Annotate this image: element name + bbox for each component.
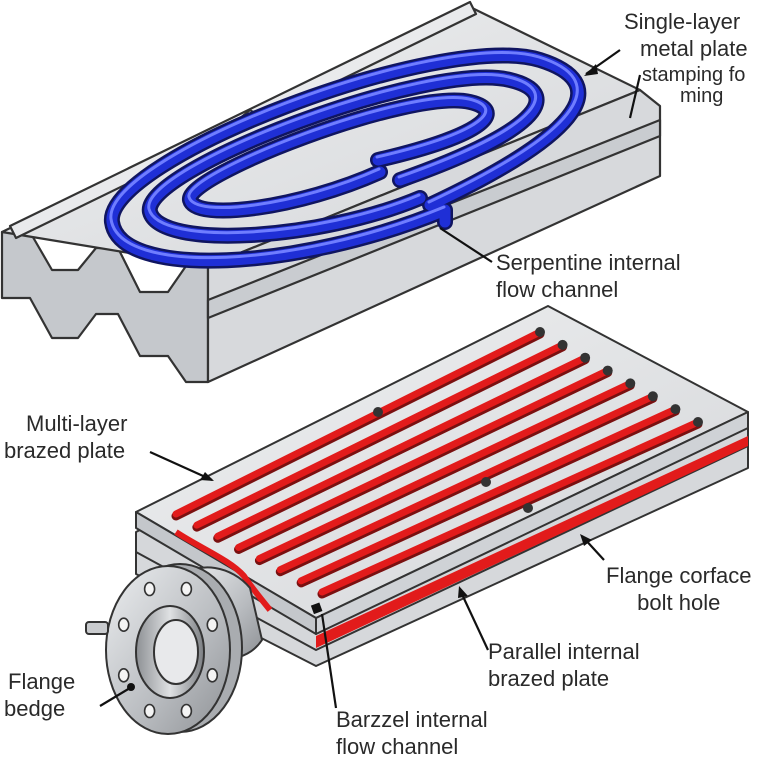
channel-port-hole bbox=[693, 417, 703, 427]
parallel-channel bbox=[172, 328, 544, 518]
label-barzzel: Barzzel internal flow channel bbox=[336, 706, 488, 760]
label-parallel: Parallel internal brazed plate bbox=[488, 638, 640, 692]
multi-layer-plate bbox=[135, 305, 749, 667]
parallel-channel bbox=[214, 354, 589, 540]
label-serpentine: Serpentine internal flow channel bbox=[496, 249, 681, 303]
leader-single-layer-b bbox=[628, 74, 642, 119]
arrowhead-flange-edge bbox=[127, 683, 135, 691]
arrowhead-flange-corface bbox=[580, 534, 592, 546]
label-multi-layer-line1: Multi-layer bbox=[26, 411, 128, 436]
arrowhead-single-layer bbox=[584, 64, 598, 76]
leader-flange-edge bbox=[99, 687, 131, 707]
parallel-channel bbox=[276, 392, 657, 574]
inlet-header-channel bbox=[174, 529, 273, 612]
channel-port-hole bbox=[557, 339, 568, 350]
label-single-layer-line3: stamping fo bbox=[642, 64, 746, 86]
leader-serpentine bbox=[439, 227, 493, 263]
flange-bolt-holes bbox=[117, 581, 219, 719]
label-parallel-line2: brazed plate bbox=[488, 666, 610, 691]
label-single-layer-line4: ming bbox=[680, 85, 724, 107]
arrowhead-parallel bbox=[458, 586, 468, 598]
label-serpentine-line2: flow channel bbox=[496, 277, 619, 302]
flange bbox=[85, 563, 263, 735]
label-flange-corface-line1: Flange corface bbox=[606, 563, 752, 588]
label-single-layer-line2: metal plate bbox=[640, 36, 748, 61]
channel-port-hole bbox=[647, 391, 658, 402]
plate-bolt-hole bbox=[373, 407, 383, 417]
channel-port-hole bbox=[535, 327, 545, 337]
flange-bore-inner bbox=[153, 619, 199, 685]
serpentine-tube-body bbox=[106, 50, 584, 267]
arrowhead-multi-layer bbox=[200, 472, 214, 481]
channel-port-hole bbox=[580, 352, 591, 363]
serpentine-tube-highlight bbox=[109, 51, 579, 260]
plate-bolt-hole bbox=[481, 477, 491, 487]
parallel-channel bbox=[297, 405, 679, 585]
flange-bolt-hole bbox=[143, 581, 156, 597]
leader-barzzel bbox=[320, 613, 338, 709]
label-flange-edge-line1: Flange bbox=[8, 669, 76, 694]
flange-bolt-hole bbox=[180, 581, 193, 597]
label-parallel-line1: Parallel internal bbox=[488, 639, 640, 664]
flange-bolt-hole bbox=[117, 667, 130, 683]
label-single-layer-line1: Single-layer bbox=[624, 9, 741, 34]
flange-bolt-hole bbox=[206, 617, 219, 633]
parallel-channel bbox=[255, 379, 634, 563]
label-single-layer: Single-layer metal plate stamping fo min… bbox=[624, 8, 748, 110]
label-multi-layer: Multi-layer brazed plate bbox=[4, 410, 127, 464]
flange-stud bbox=[85, 621, 109, 635]
plate-bolt-hole bbox=[523, 503, 533, 513]
flange-bolt-hole bbox=[143, 703, 156, 719]
label-flange-corface: Flange corface bolt hole bbox=[606, 562, 752, 616]
serpentine-channel bbox=[104, 47, 587, 269]
leader-lines bbox=[99, 49, 642, 709]
leader-arrowheads bbox=[127, 64, 598, 691]
flange-bolt-hole bbox=[117, 617, 130, 633]
parallel-channels bbox=[171, 327, 703, 612]
label-multi-layer-line2: brazed plate bbox=[4, 438, 126, 463]
label-flange-corface-line2: bolt hole bbox=[637, 590, 721, 615]
parallel-channel bbox=[318, 418, 702, 596]
flange-bolt-hole bbox=[180, 703, 193, 719]
layer-top-side bbox=[315, 411, 749, 635]
label-serpentine-line1: Serpentine internal bbox=[496, 250, 681, 275]
channel-port-hole bbox=[602, 365, 613, 376]
label-flange-edge-line2: bedge bbox=[4, 696, 66, 721]
channel-port-hole bbox=[670, 404, 681, 415]
leader-parallel bbox=[459, 589, 489, 651]
leader-multi-layer bbox=[149, 450, 213, 482]
layer-middle-red bbox=[316, 436, 748, 648]
label-barzzel-line1: Barzzel internal bbox=[336, 707, 488, 732]
parallel-channel bbox=[235, 367, 612, 551]
label-barzzel-line2: flow channel bbox=[336, 734, 459, 759]
flange-bolt-hole bbox=[206, 667, 219, 683]
arrowhead-barzzel bbox=[310, 602, 323, 615]
label-flange-edge: Flange bedge bbox=[4, 668, 75, 722]
parallel-channel bbox=[193, 341, 567, 529]
channel-port-hole bbox=[625, 378, 636, 389]
